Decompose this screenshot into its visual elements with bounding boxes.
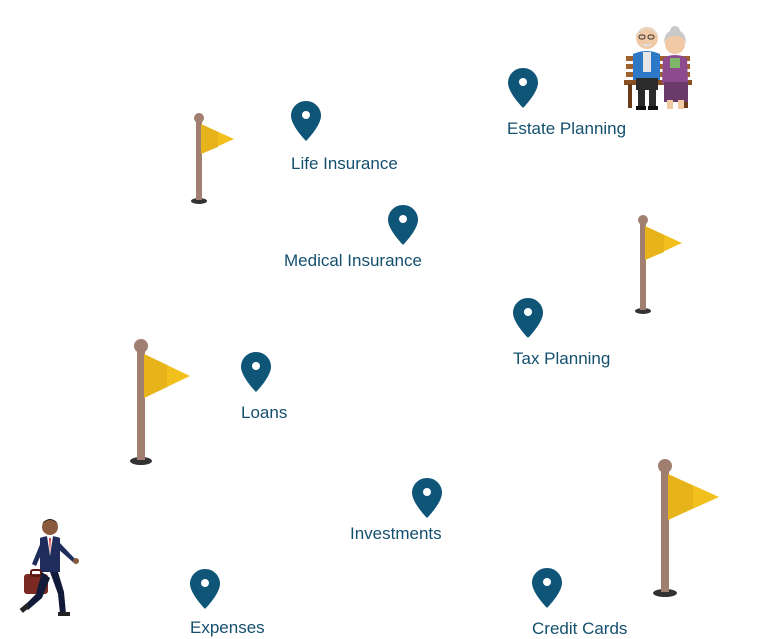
milestone-label-loans: Loans xyxy=(241,403,288,422)
milestone-label-investments: Investments xyxy=(350,524,442,543)
milestone-label-tax-planning: Tax Planning xyxy=(513,349,611,368)
milestone-label-credit-cards: Credit Cards xyxy=(532,619,628,638)
map-pin-icon xyxy=(412,478,442,518)
milestone-label-estate-planning: Estate Planning xyxy=(507,119,627,138)
map-pin-icon xyxy=(513,298,543,338)
businessman-walking-icon xyxy=(19,519,79,616)
flag-icon xyxy=(130,339,190,465)
flag-icon xyxy=(653,459,719,597)
map-pin-icon xyxy=(190,569,220,609)
map-pin-icon xyxy=(388,205,418,245)
milestone-label-medical-insurance: Medical Insurance xyxy=(284,251,422,270)
milestone-label-expenses: Expenses xyxy=(190,618,265,637)
map-pin-icon xyxy=(241,352,271,392)
map-pin-icon xyxy=(508,68,538,108)
map-pin-icon xyxy=(532,568,562,608)
flag-icon xyxy=(635,215,682,314)
flag-icon xyxy=(191,113,234,204)
map-pin-icon xyxy=(291,101,321,141)
elderly-couple-on-bench-icon xyxy=(624,26,692,110)
milestone-label-life-insurance: Life Insurance xyxy=(291,154,398,173)
